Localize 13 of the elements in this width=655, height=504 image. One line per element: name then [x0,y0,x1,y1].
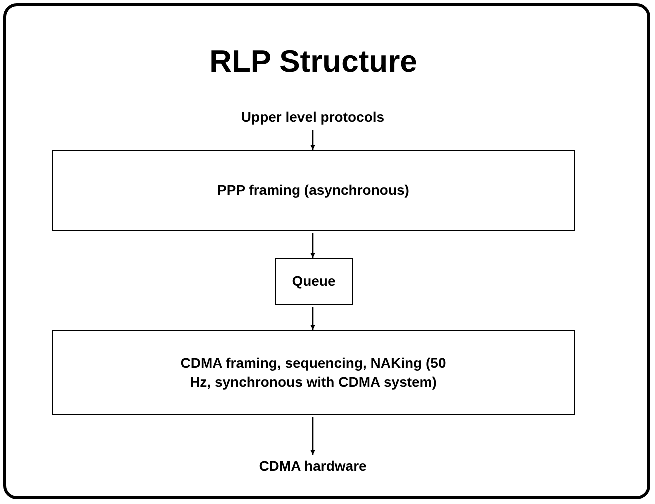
box-label: PPP framing (asynchronous) [218,181,410,200]
box-label: Queue [292,272,336,291]
title: RLP Structure [208,44,418,80]
process-box [52,150,575,231]
arrow [310,233,316,258]
arrow [310,130,316,150]
arrow [310,417,316,455]
arrow [310,307,316,330]
process-box [275,258,353,305]
text-label: CDMA hardware [259,456,367,476]
text-label: Upper level protocols [241,108,385,126]
box-label: CDMA framing, sequencing, NAKing (50 Hz, synchronous with CDMA system) [180,354,448,391]
process-box [52,330,575,415]
